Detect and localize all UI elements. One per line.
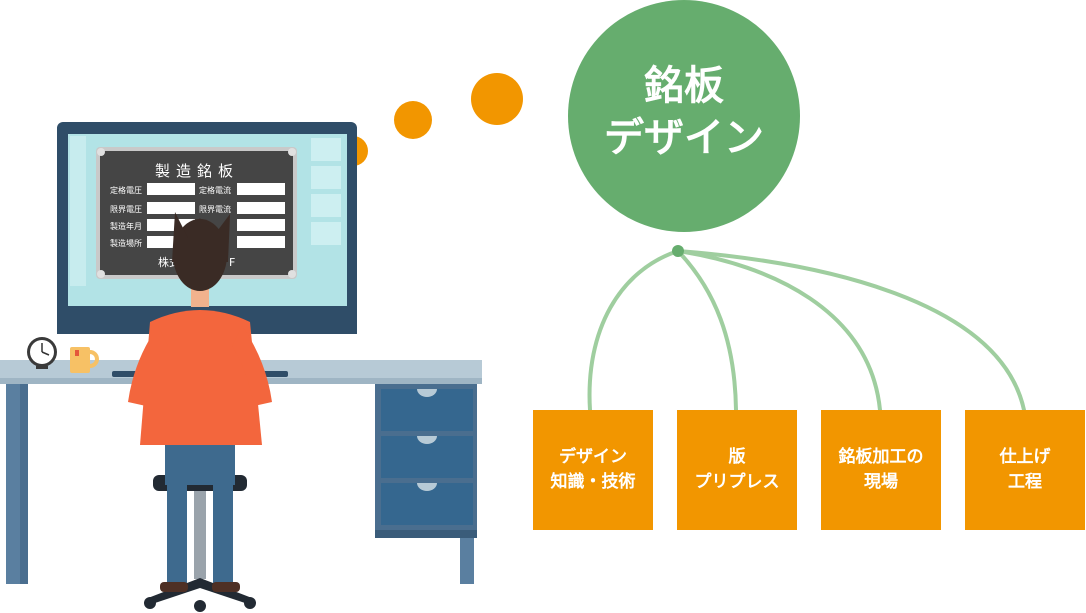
connector-hub: [672, 245, 684, 257]
plate-row-1-left: 定格電圧: [110, 185, 142, 195]
box-line2: プリプレス: [694, 472, 780, 492]
leg-right: [213, 485, 233, 585]
person-illustration: [128, 212, 272, 612]
plate-row-2-right: 限界電流: [199, 204, 231, 214]
connector-line-4: [676, 249, 1026, 412]
plate-screw: [288, 270, 296, 278]
plate-row-3-left: 製造年月: [110, 221, 142, 231]
connector-line-2: [676, 249, 738, 412]
box-line1: 版: [728, 447, 746, 467]
hair: [172, 212, 230, 262]
box-line1: 銘板加工の: [838, 447, 924, 467]
drawer-handle: [417, 389, 437, 397]
drawer-handle: [417, 483, 437, 491]
screen-panel-4: [311, 222, 341, 245]
screen-panel-1: [311, 138, 341, 161]
box-line2: 知識・技術: [550, 472, 636, 492]
drawer-handle: [417, 436, 437, 444]
box-prepress: 版 プリプレス: [677, 410, 797, 530]
plate-row-1-right: 定格電流: [199, 185, 231, 195]
plate-title: 製造銘板: [155, 162, 239, 180]
box-line2: 現場: [864, 472, 898, 492]
plate-screw: [97, 270, 105, 278]
shirt: [140, 310, 262, 445]
arm-right: [232, 326, 272, 406]
arm-left: [128, 326, 168, 406]
mug-icon: [70, 347, 99, 373]
nameplate: 製造銘板 定格電圧 定格電流 限界電圧 限界電流 製造年月 製造場所 株式 F: [96, 147, 297, 279]
center-title-line2: デザイン: [604, 115, 764, 161]
center-title-line1: 銘板: [644, 63, 724, 109]
plate-row-2-left: 限界電圧: [110, 205, 142, 214]
thought-dot-5: [471, 73, 523, 125]
box-line2: 工程: [1008, 472, 1042, 492]
pants: [165, 445, 235, 485]
plate-screw: [288, 148, 296, 156]
screen-panel-3: [311, 194, 341, 217]
plate-row-4-left: 製造場所: [110, 238, 142, 248]
screen-panel-2: [311, 166, 341, 189]
thought-dot-4: [394, 101, 432, 139]
plate-footer-right: F: [229, 256, 235, 269]
plate-screw: [97, 148, 105, 156]
shoe-left: [160, 582, 188, 592]
box-design-knowledge: デザイン 知識・技術: [533, 410, 653, 530]
clock-icon: [27, 337, 57, 369]
box-line1: デザイン: [559, 447, 627, 467]
box-line1: 仕上げ: [999, 447, 1051, 467]
box-finishing: 仕上げ 工程: [965, 410, 1085, 530]
center-circle: 銘板 デザイン: [568, 0, 800, 232]
connector-lines: [587, 249, 1026, 412]
box-processing-site: 銘板加工の 現場: [821, 410, 941, 530]
shoe-right: [212, 582, 240, 592]
leg-left: [167, 485, 187, 585]
connector-line-1: [587, 249, 680, 412]
desk-leg-inner: [20, 384, 28, 584]
connector-line-3: [676, 249, 882, 412]
desk-leg-left: [6, 384, 20, 584]
